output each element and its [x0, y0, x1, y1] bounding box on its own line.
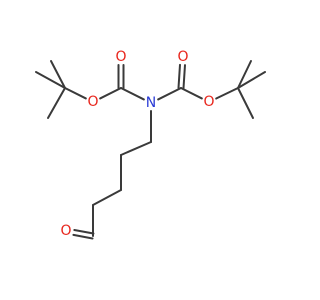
bond-line — [177, 63, 181, 89]
bond-c4-c9 — [237, 60, 252, 89]
bond-line — [120, 87, 145, 101]
bond-line — [47, 87, 66, 119]
bond-line — [92, 189, 122, 206]
bond-c4-c10 — [237, 87, 254, 119]
bond-line — [50, 60, 66, 89]
bond-line — [73, 228, 95, 235]
bond-c3-c6 — [50, 60, 66, 89]
bond-line — [64, 87, 87, 100]
bond-c3-c5 — [35, 71, 66, 89]
bond-c1-o1 — [117, 64, 125, 89]
bond-line — [237, 87, 254, 119]
atom-o4: O — [203, 94, 214, 110]
bond-c3-c7 — [47, 87, 66, 119]
bond-line — [120, 141, 152, 156]
bond-line — [35, 71, 66, 89]
bond-line — [182, 64, 186, 90]
atom-n1: N — [146, 95, 156, 111]
bond-c2-n1 — [157, 87, 182, 101]
bond-line — [237, 71, 266, 89]
atom-o1: O — [115, 49, 126, 65]
bond-line — [180, 87, 203, 100]
bond-c4-c8 — [237, 71, 266, 89]
atom-o3: O — [87, 94, 98, 110]
bond-line — [99, 87, 122, 100]
atom-label-o: O — [115, 49, 126, 65]
bond-line — [237, 60, 252, 89]
bond-c2-o2 — [177, 63, 186, 90]
molecule-structure-diagram: O O O N O O — [35, 49, 266, 240]
bond-line — [72, 233, 94, 240]
atom-label-o: O — [203, 94, 214, 110]
bond-c2-o4 — [180, 87, 203, 100]
atom-label-o: O — [87, 94, 98, 110]
bond-c13-c14 — [92, 189, 122, 206]
bond-line — [215, 87, 239, 100]
bond-line — [157, 87, 182, 101]
atom-label-o: O — [177, 49, 188, 65]
bond-o3-c3 — [64, 87, 87, 100]
atom-o5: O — [60, 223, 71, 239]
bond-layer — [35, 60, 266, 240]
atom-label-o: O — [60, 223, 71, 239]
bond-c11-c12 — [120, 141, 152, 156]
bond-c1-o3 — [99, 87, 122, 100]
bond-o4-c4 — [215, 87, 239, 100]
atom-o2: O — [177, 49, 188, 65]
atom-layer: O O O N O O — [60, 49, 214, 239]
bond-c1-n1 — [120, 87, 145, 101]
atom-label-n: N — [146, 95, 156, 111]
bond-c15-o5 — [72, 228, 95, 240]
